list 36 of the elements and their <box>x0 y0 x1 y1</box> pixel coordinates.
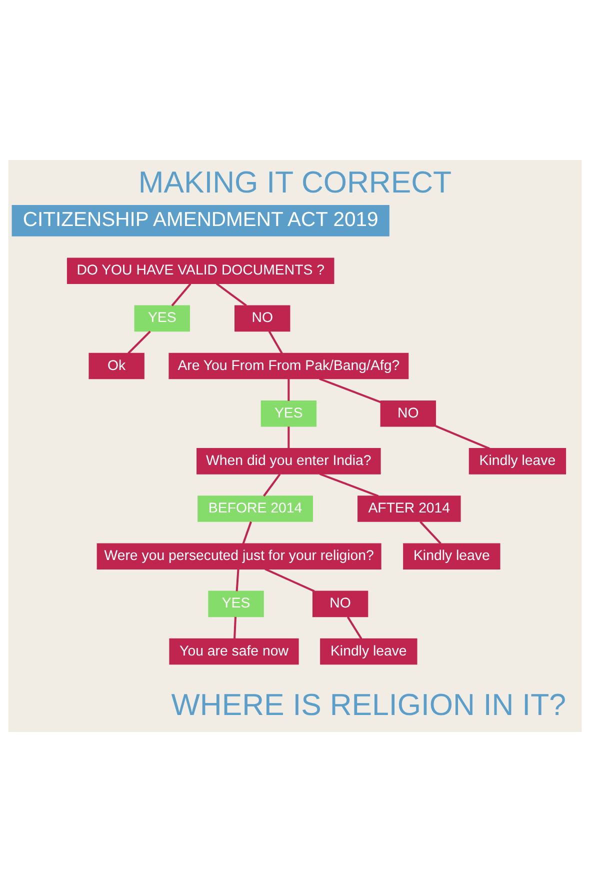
node-box: Were you persecuted just for your religion? <box>96 543 382 570</box>
connector <box>435 425 490 450</box>
node-box: BEFORE 2014 <box>198 496 313 522</box>
connector <box>346 616 362 640</box>
connector <box>234 616 236 639</box>
node-box: You are safe now <box>169 638 299 665</box>
node-box: YES <box>208 590 264 618</box>
node-box: NO <box>312 590 368 618</box>
caption: WHERE IS RELIGION IN IT? <box>171 688 566 722</box>
node-box: DO YOU HAVE VALID DOCUMENTS ? <box>66 258 334 284</box>
node-box: Are You From From Pak/Bang/Afg? <box>168 352 409 380</box>
connector <box>216 282 247 306</box>
connector <box>319 378 382 404</box>
connector <box>420 521 442 544</box>
connector <box>268 330 283 354</box>
connector <box>264 568 315 592</box>
node-box: NO <box>380 400 436 427</box>
node-box: CITIZENSHIP AMENDMENT ACT 2019 <box>12 205 390 236</box>
connector <box>236 569 240 592</box>
node-box: NO <box>234 305 290 332</box>
connector <box>242 521 252 544</box>
node-box: Kindly leave <box>403 543 500 570</box>
node-box: Kindly leave <box>468 448 566 474</box>
node-box: AFTER 2014 <box>358 496 461 522</box>
connector <box>288 426 290 448</box>
connector <box>319 472 379 498</box>
connector <box>128 330 151 354</box>
connector <box>263 474 281 497</box>
node-box: Ok <box>88 352 144 380</box>
diagram-title: MAKING IT CORRECT <box>138 166 452 200</box>
connector <box>171 283 192 306</box>
node-box: When did you enter India? <box>196 448 381 474</box>
node-box: YES <box>134 305 190 332</box>
connector <box>288 379 290 401</box>
node-box: YES <box>260 400 316 427</box>
node-box: Kindly leave <box>320 638 418 665</box>
